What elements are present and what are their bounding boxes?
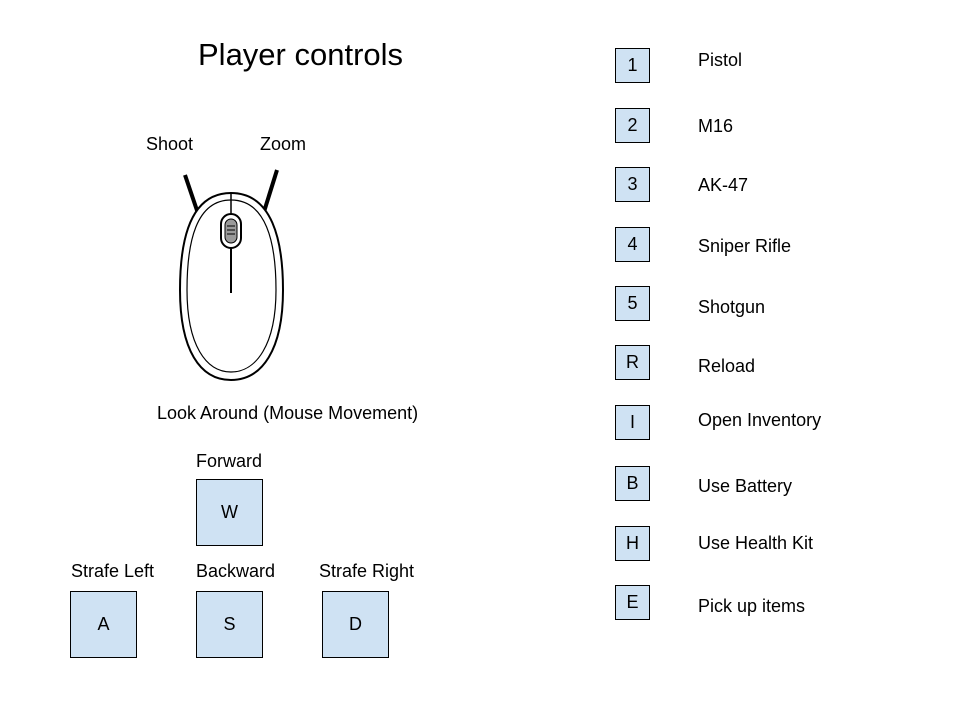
key-a: A [70, 591, 137, 658]
binding-key: 3 [615, 167, 650, 202]
binding-key: 4 [615, 227, 650, 262]
binding-key-letter: 4 [627, 234, 638, 254]
binding-key-letter: 1 [627, 55, 638, 75]
binding-key: 2 [615, 108, 650, 143]
zoom-label: Zoom [260, 134, 307, 154]
binding-key: H [615, 526, 650, 561]
binding-key-letter: I [629, 412, 635, 432]
binding-action: Pick up items [698, 596, 806, 616]
page-title: Player controls [198, 37, 404, 72]
binding-action: M16 [698, 116, 734, 136]
key-d-letter: D [349, 614, 362, 634]
key-s: S [196, 591, 263, 658]
backward-label: Backward [196, 561, 276, 581]
key-w-letter: W [221, 502, 238, 522]
binding-action: Shotgun [698, 297, 766, 317]
scroll-wheel [220, 213, 242, 249]
binding-key-letter: E [626, 592, 639, 612]
key-w: W [196, 479, 263, 546]
binding-action: Use Health Kit [698, 533, 814, 553]
binding-action: Reload [698, 356, 756, 376]
binding-key-letter: B [626, 473, 639, 493]
binding-key-letter: 3 [627, 174, 638, 194]
binding-action: Use Battery [698, 476, 793, 496]
shoot-label: Shoot [146, 134, 194, 154]
key-d: D [322, 591, 389, 658]
binding-key-letter: 5 [627, 293, 638, 313]
binding-key-letter: R [626, 352, 639, 372]
binding-action: AK-47 [698, 175, 749, 195]
binding-key-letter: 2 [627, 115, 638, 135]
key-s-letter: S [223, 614, 236, 634]
forward-label: Forward [196, 451, 263, 471]
binding-key: I [615, 405, 650, 440]
key-a-letter: A [97, 614, 110, 634]
binding-key: 5 [615, 286, 650, 321]
binding-action: Pistol [698, 50, 743, 70]
strafe-right-label: Strafe Right [319, 561, 415, 581]
mouse-body [178, 191, 285, 382]
binding-key: 1 [615, 48, 650, 83]
binding-action: Open Inventory [698, 410, 822, 430]
binding-key-letter: H [626, 533, 639, 553]
look-around-label: Look Around (Mouse Movement) [157, 403, 419, 423]
binding-action: Sniper Rifle [698, 236, 792, 256]
binding-key: B [615, 466, 650, 501]
strafe-left-label: Strafe Left [71, 561, 155, 581]
binding-key: R [615, 345, 650, 380]
binding-key: E [615, 585, 650, 620]
